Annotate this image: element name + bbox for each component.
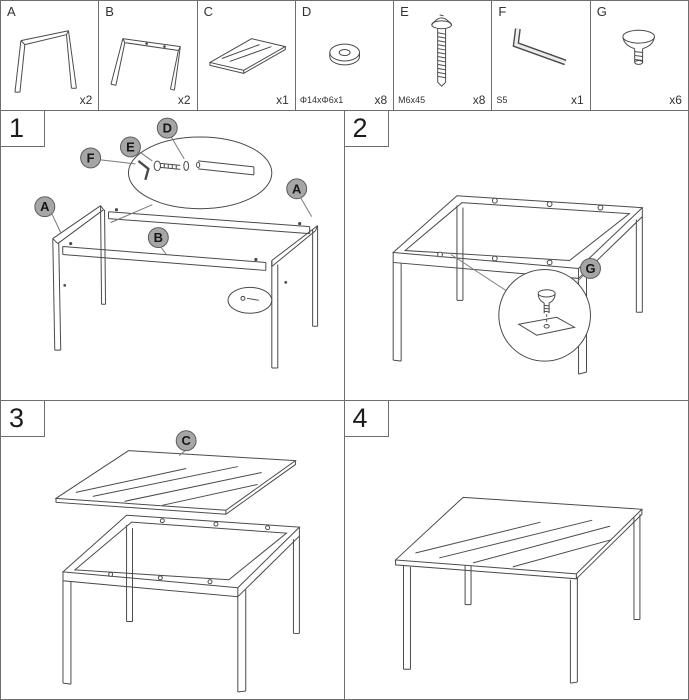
- callout-e-badge: E: [119, 136, 153, 162]
- part-cell-c: C x1: [198, 1, 296, 110]
- part-c-icon: [208, 38, 287, 74]
- assembled-frame: [61, 514, 301, 693]
- part-a-icon: [14, 30, 77, 93]
- assembled-frame: [391, 195, 643, 375]
- pad-position-markers: [436, 197, 603, 266]
- callout-f-badge: F: [80, 147, 136, 169]
- part-spec: M6x45: [398, 95, 426, 105]
- part-d-icon: [329, 43, 360, 66]
- step-number: 1: [1, 111, 45, 147]
- part-label: C: [203, 4, 213, 19]
- step-4-panel: 4: [344, 401, 689, 699]
- part-cell-g: G x6: [591, 1, 688, 110]
- callout-c-badge: C: [175, 430, 197, 457]
- detail-bubble-bolt: [110, 136, 273, 224]
- part-spec: Φ14xΦ6x1: [299, 95, 344, 105]
- detail-bubble-pad: [450, 254, 591, 362]
- step-2-illustration: G: [391, 195, 643, 375]
- parts-list-row: A x2 B x2 C: [1, 1, 688, 111]
- part-qty: x2: [177, 93, 191, 107]
- step-number: 3: [1, 401, 45, 437]
- part-cell-e: E M6x45 x8: [394, 1, 493, 110]
- part-cell-d: D Φ14xΦ6x1 x8: [296, 1, 395, 110]
- step-number: 2: [344, 111, 389, 147]
- callout-d-badge: D: [156, 117, 185, 160]
- part-label: A: [7, 4, 16, 19]
- frame-side-a-left: [52, 205, 107, 351]
- callout-letter: C: [181, 433, 190, 448]
- part-label: B: [105, 4, 114, 19]
- step-1-illustration: F E D A: [34, 117, 319, 369]
- rail-b-front: [62, 246, 267, 271]
- part-qty: x2: [79, 93, 93, 107]
- completed-table: [393, 496, 643, 684]
- callout-a-left-badge: A: [34, 196, 62, 233]
- bolt-marks: [63, 208, 302, 287]
- part-b-icon: [110, 38, 182, 91]
- part-g-icon: [621, 29, 655, 65]
- part-label: G: [596, 4, 607, 19]
- part-qty: x1: [571, 93, 584, 107]
- callout-letter: A: [292, 181, 301, 196]
- callout-letter: E: [126, 139, 135, 154]
- step-3-illustration: C: [54, 430, 301, 693]
- part-f-icon: [513, 28, 567, 66]
- glass-top-c: [54, 450, 297, 515]
- part-qty: x6: [669, 93, 682, 107]
- part-label: E: [400, 4, 409, 19]
- callout-a-right-badge: A: [286, 178, 313, 217]
- step-number: 4: [344, 401, 389, 437]
- step-3-panel: 3: [1, 401, 345, 699]
- part-label: F: [498, 4, 507, 19]
- part-label: D: [301, 4, 312, 19]
- callout-b-badge: B: [147, 227, 169, 255]
- part-cell-b: B x2: [99, 1, 198, 110]
- callout-letter: A: [40, 199, 49, 214]
- callout-letter: B: [154, 230, 163, 245]
- callout-letter: F: [87, 150, 95, 165]
- part-qty: x1: [276, 93, 289, 107]
- part-qty: x8: [472, 93, 486, 107]
- part-cell-a: A x2: [1, 1, 100, 110]
- detail-bubble-joint: [227, 286, 273, 314]
- callout-g-badge: G: [576, 257, 601, 282]
- assembly-steps-grid: 1: [1, 111, 688, 699]
- step-2-panel: 2: [344, 111, 688, 401]
- step-4-illustration: [393, 496, 643, 684]
- callout-letter: G: [585, 261, 595, 276]
- frame-side-a-right: [271, 225, 319, 369]
- pad-position-markers: [108, 518, 271, 585]
- part-e-icon: [431, 14, 453, 87]
- part-spec: S5: [496, 95, 508, 105]
- part-cell-f: F S5 x1: [492, 1, 591, 110]
- part-qty: x8: [374, 93, 388, 107]
- step-1-panel: 1: [1, 111, 345, 401]
- callout-letter: D: [163, 121, 172, 136]
- rail-b-back: [108, 211, 311, 235]
